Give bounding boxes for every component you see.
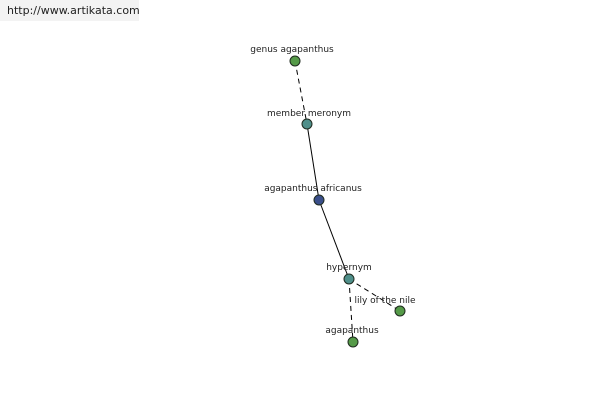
node-center[interactable] [313,194,325,206]
node-label-hypernym[interactable]: hypernym [326,263,372,273]
edge-hypernym-agap [348,278,354,343]
node-hypernym[interactable] [343,273,355,285]
watermark-url: http://www.artikata.com [0,0,140,21]
node-label-genus[interactable]: genus agapanthus [250,45,334,55]
node-genus[interactable] [289,55,301,67]
edge-layer [294,60,401,343]
edge-center-hypernym [318,199,350,280]
node-agap[interactable] [347,336,359,348]
node-meronym[interactable] [301,118,313,130]
node-label-center[interactable]: agapanthus africanus [264,184,362,194]
edge-hypernym-lily [348,278,401,312]
node-layer: genus agapanthus member meronym agapanthus… [250,45,416,348]
node-label-meronym[interactable]: member meronym [267,109,351,119]
node-label-agap[interactable]: agapanthus [325,326,379,336]
node-label-lily[interactable]: lily of the nile [354,296,416,306]
edge-meronym-center [306,123,320,201]
edge-genus-meronym [294,60,308,125]
node-lily[interactable] [394,305,406,317]
